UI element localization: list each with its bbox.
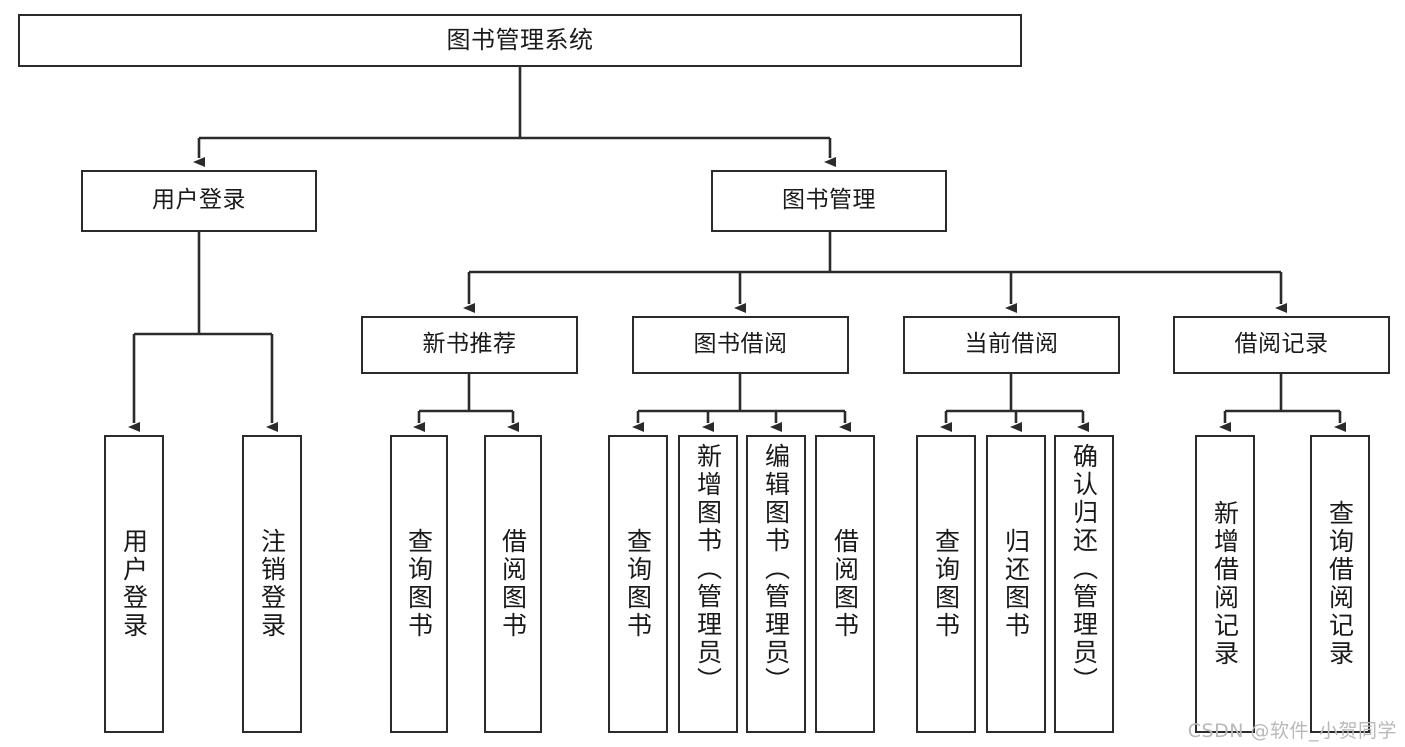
node-leaf-logout[interactable]: 注销登录 xyxy=(242,435,302,733)
node-leaf-user-login[interactable]: 用户登录 xyxy=(104,435,164,733)
node-leaf-query-book-2-label: 查询图书 xyxy=(623,528,653,640)
node-leaf-query-book-3-label: 查询图书 xyxy=(931,528,961,640)
node-leaf-borrow-book-2[interactable]: 借阅图书 xyxy=(815,435,875,733)
node-borrow-record-label: 借阅记录 xyxy=(1234,331,1329,358)
node-book-borrow[interactable]: 图书借阅 xyxy=(632,316,849,374)
node-leaf-return-book-label: 归还图书 xyxy=(1001,528,1031,640)
node-user-login-label: 用户登录 xyxy=(152,187,246,214)
node-leaf-borrow-book-2-label: 借阅图书 xyxy=(830,528,860,640)
node-root-label: 图书管理系统 xyxy=(446,26,594,55)
node-new-book-rec-label: 新书推荐 xyxy=(422,331,517,358)
node-leaf-confirm-return-label: 确认归还（管理员） xyxy=(1069,443,1099,695)
node-leaf-add-borrow-record-label: 新增借阅记录 xyxy=(1210,500,1240,668)
node-leaf-return-book[interactable]: 归还图书 xyxy=(986,435,1046,733)
node-leaf-add-book-label: 新增图书（管理员） xyxy=(693,443,723,695)
node-leaf-user-login-label: 用户登录 xyxy=(119,528,149,640)
node-leaf-query-book-1-label: 查询图书 xyxy=(404,528,434,640)
node-book-manage-label: 图书管理 xyxy=(782,187,876,214)
node-leaf-query-book-1[interactable]: 查询图书 xyxy=(390,435,448,733)
node-leaf-add-borrow-record[interactable]: 新增借阅记录 xyxy=(1195,435,1255,733)
node-leaf-add-book[interactable]: 新增图书（管理员） xyxy=(678,435,738,733)
node-current-borrow[interactable]: 当前借阅 xyxy=(903,316,1120,374)
csdn-watermark: CSDN @软件_小贺同学 xyxy=(1187,720,1397,742)
node-current-borrow-label: 当前借阅 xyxy=(964,331,1059,358)
node-leaf-query-book-3[interactable]: 查询图书 xyxy=(916,435,976,733)
node-leaf-borrow-book-1[interactable]: 借阅图书 xyxy=(484,435,542,733)
node-user-login[interactable]: 用户登录 xyxy=(81,170,317,232)
node-leaf-query-borrow-record-label: 查询借阅记录 xyxy=(1325,500,1355,668)
node-leaf-borrow-book-1-label: 借阅图书 xyxy=(498,528,528,640)
node-leaf-edit-book-label: 编辑图书（管理员） xyxy=(761,443,791,695)
node-leaf-logout-label: 注销登录 xyxy=(257,528,287,640)
node-book-manage[interactable]: 图书管理 xyxy=(711,170,947,232)
node-leaf-edit-book[interactable]: 编辑图书（管理员） xyxy=(746,435,806,733)
node-root[interactable]: 图书管理系统 xyxy=(18,14,1022,67)
node-new-book-rec[interactable]: 新书推荐 xyxy=(361,316,578,374)
node-book-borrow-label: 图书借阅 xyxy=(693,331,788,358)
node-leaf-query-borrow-record[interactable]: 查询借阅记录 xyxy=(1310,435,1370,733)
node-leaf-query-book-2[interactable]: 查询图书 xyxy=(608,435,668,733)
node-leaf-confirm-return[interactable]: 确认归还（管理员） xyxy=(1054,435,1114,733)
node-borrow-record[interactable]: 借阅记录 xyxy=(1173,316,1390,374)
